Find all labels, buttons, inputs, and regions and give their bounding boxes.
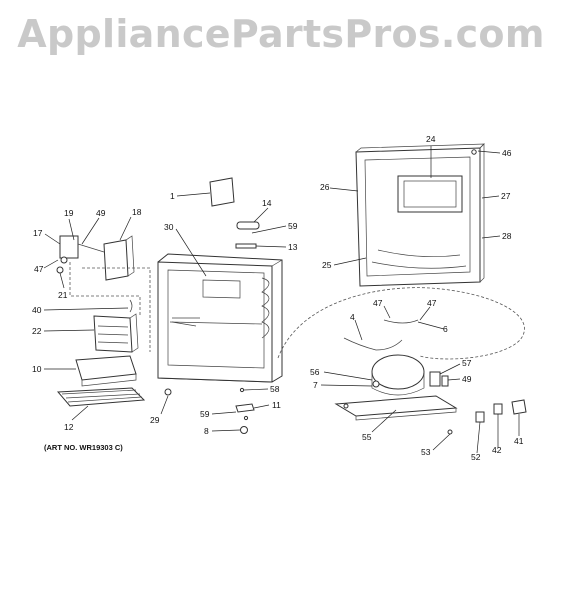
art-number-caption: (ART NO. WR19303 C): [44, 443, 123, 452]
callout-24: 24: [426, 134, 436, 144]
callout-59-bottom: 59: [200, 409, 210, 419]
hinge-bottom: [235, 403, 255, 413]
callout-58: 58: [270, 384, 280, 394]
leveling-foot: [164, 388, 172, 396]
callout-10: 10: [32, 364, 42, 374]
callout-22: 22: [32, 326, 42, 336]
callout-57: 57: [462, 358, 472, 368]
callout-11: 11: [272, 400, 281, 410]
callout-27: 27: [501, 191, 511, 201]
callout-6: 6: [443, 324, 448, 334]
callout-47: 47: [34, 264, 44, 274]
callout-47-mid: 47: [373, 298, 383, 308]
callout-21: 21: [58, 290, 68, 300]
watermark-text: AppliancePartsPros.com: [17, 12, 545, 56]
callout-40: 40: [32, 305, 42, 315]
door-assembly: [355, 143, 485, 287]
callout-49-right: 49: [462, 374, 472, 384]
parts-bag: [209, 177, 235, 207]
callout-53: 53: [421, 447, 431, 457]
callout-4: 4: [350, 312, 355, 322]
thermostat-assembly: [56, 235, 151, 352]
callout-8: 8: [204, 426, 209, 436]
callout-19: 19: [64, 208, 74, 218]
callout-46: 46: [502, 148, 512, 158]
callout-41: 41: [514, 436, 524, 446]
callout-18: 18: [132, 207, 142, 217]
callout-55: 55: [362, 432, 372, 442]
door-handle: [236, 221, 260, 230]
callout-49: 49: [96, 208, 106, 218]
callout-29: 29: [150, 415, 160, 425]
callout-52: 52: [471, 452, 481, 462]
callout-25: 25: [322, 260, 332, 270]
callout-1: 1: [170, 191, 175, 201]
callout-59: 59: [288, 221, 298, 231]
callout-26: 26: [320, 182, 330, 192]
cabinet: [157, 253, 283, 383]
callout-56: 56: [310, 367, 320, 377]
drip-tray: [75, 355, 137, 381]
cover: [511, 399, 527, 415]
callout-42: 42: [492, 445, 502, 455]
callout-17: 17: [33, 228, 43, 238]
callout-labels: 1 14 59 13 30 24 46 26 27 28 25 19 49 18…: [32, 134, 524, 462]
callout-30: 30: [164, 222, 174, 232]
callout-13: 13: [288, 242, 298, 252]
callout-7: 7: [313, 380, 318, 390]
wire-shelf: [56, 387, 146, 407]
relay: [475, 411, 485, 423]
callout-28: 28: [502, 231, 512, 241]
leveling-foot-front: [240, 426, 248, 434]
hinge-bracket: [235, 243, 257, 249]
overload: [493, 403, 503, 415]
callout-47-right: 47: [427, 298, 437, 308]
callout-14: 14: [262, 198, 272, 208]
callout-12: 12: [64, 422, 74, 432]
leader-lines: [43, 146, 520, 454]
compressor-assembly: [277, 287, 525, 435]
